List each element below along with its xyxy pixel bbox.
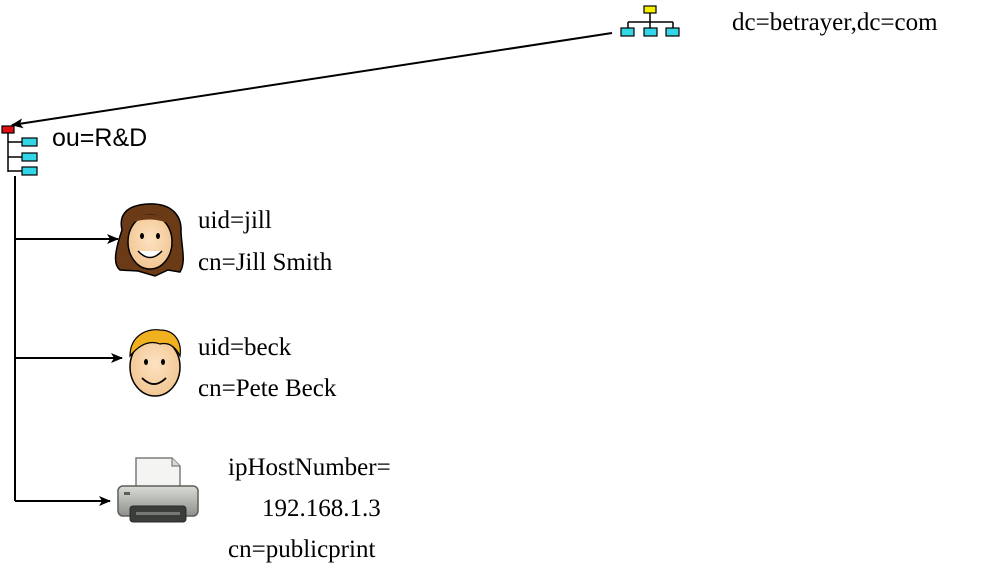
male-user-icon <box>129 329 181 397</box>
printer-ip-label: 192.168.1.3 <box>262 495 381 522</box>
printer-cn-label: cn=publicprint <box>228 536 376 563</box>
ou-dn-label: ou=R&D <box>52 124 148 152</box>
beck-cn-label: cn=Pete Beck <box>198 375 337 402</box>
printer-icon <box>117 457 199 523</box>
jill-uid-label: uid=jill <box>198 207 272 234</box>
root-dn-label: dc=betrayer,dc=com <box>732 9 938 36</box>
beck-uid-label: uid=beck <box>198 334 292 361</box>
ou-tree-icon <box>1 125 38 176</box>
female-user-icon <box>114 203 184 277</box>
printer-host-label: ipHostNumber= <box>228 454 391 481</box>
org-tree-icon <box>620 5 680 37</box>
jill-cn-label: cn=Jill Smith <box>198 249 333 276</box>
root-to-ou-arrow <box>11 32 613 129</box>
